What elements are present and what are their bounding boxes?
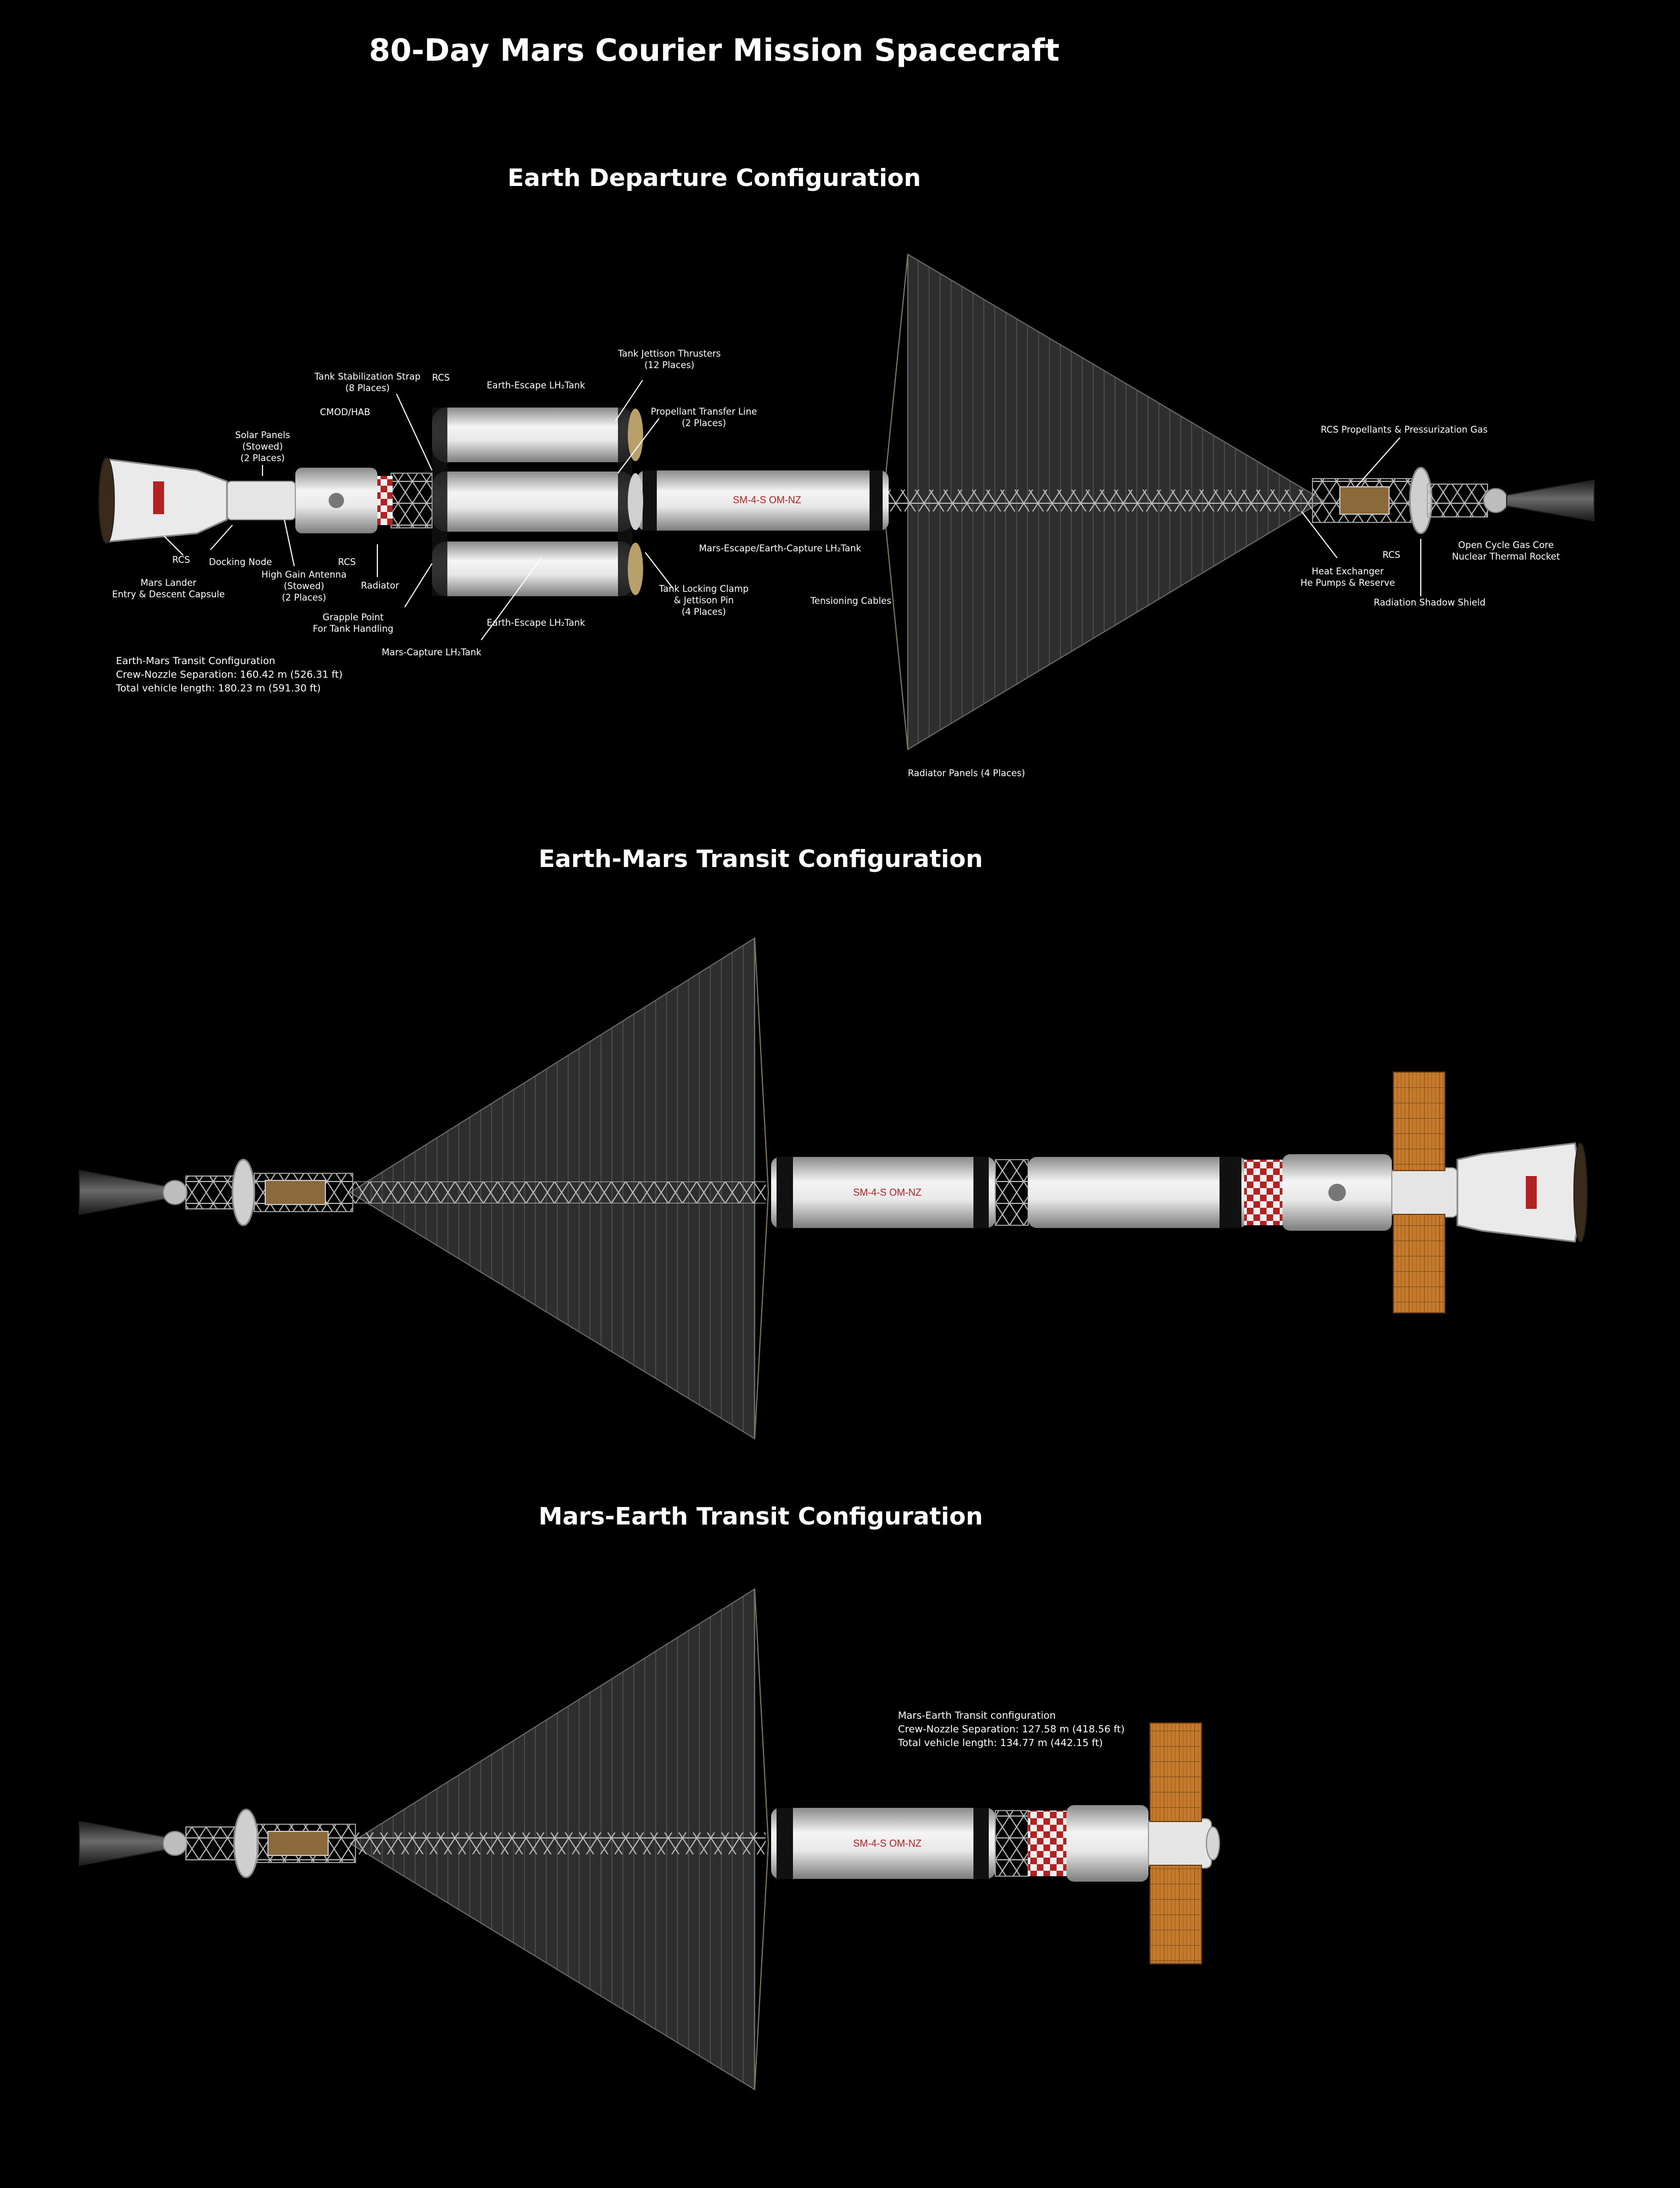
docking-port [1206, 1826, 1220, 1860]
mars-escape-tank [771, 1157, 995, 1228]
docking-node [1148, 1818, 1212, 1869]
em-transit-info: Earth-Mars Transit Configuration Crew-No… [116, 655, 343, 694]
cmod-hab [1066, 1805, 1148, 1882]
label-mars-capture: Mars-Capture LH₂Tank [382, 647, 482, 657]
label-earth-escape-bottom: Earth-Escape LH₂Tank [487, 618, 585, 628]
label-cmod-hab: CMOD/HAB [320, 407, 371, 417]
mars-escape-tank [637, 470, 889, 531]
main-title: 80-Day Mars Courier Mission Spacecraft [369, 33, 1060, 68]
lander-marking [153, 481, 164, 514]
label-rcs-propellants: RCS Propellants & Pressurization Gas [1321, 424, 1488, 435]
checker-pattern [377, 476, 393, 525]
label-rcs-top: RCS [432, 373, 450, 383]
radiation-shadow-shield [231, 1159, 255, 1226]
tank-band [432, 408, 447, 596]
tank-dome [628, 543, 643, 595]
truss-boom [350, 1182, 766, 1203]
label-tank-strap: Tank Stabilization Strap (8 Places) [314, 371, 421, 393]
mars-capture-tank [1028, 1157, 1247, 1228]
label-mars-lander: Mars Lander Entry & Descent Capsule [112, 578, 225, 600]
label-heat-exchanger: Heat Exchanger He Pumps & Reserve [1300, 566, 1395, 588]
solar-array-top [1393, 1072, 1445, 1171]
hull-text: SM-4-S OM-NZ [853, 1838, 921, 1849]
label-radiator-panels: Radiator Panels (4 Places) [908, 768, 1025, 778]
tensioning-cable [754, 1588, 769, 2090]
section-title-departure: Earth Departure Configuration [508, 164, 921, 192]
engine-core [1483, 488, 1508, 513]
label-earth-escape-top: Earth-Escape LH₂Tank [487, 380, 585, 391]
heat-exchanger-unit [267, 1831, 329, 1856]
mars-escape-tank [771, 1808, 995, 1879]
engine-mount [185, 1176, 241, 1209]
engine-mount [185, 1826, 241, 1860]
label-grapple-point: Grapple Point For Tank Handling [313, 612, 394, 634]
label-locking-clamp: Tank Locking Clamp & Jettison Pin (4 Pla… [659, 584, 749, 617]
checker-pattern [1244, 1160, 1282, 1225]
label-rcs-engine: RCS [1382, 550, 1401, 560]
tensioning-cable [754, 938, 769, 1439]
tank-band [643, 470, 657, 531]
heat-exchanger-unit [1339, 486, 1390, 515]
tank-band [973, 1157, 989, 1228]
section-title-me-transit: Mars-Earth Transit Configuration [538, 1503, 983, 1531]
solar-array-bottom [1393, 1214, 1445, 1313]
hull-text: SM-4-S OM-NZ [733, 494, 801, 505]
docking-node [1391, 1167, 1458, 1218]
engine-nozzle [79, 1820, 165, 1866]
solar-array-top [1150, 1723, 1202, 1822]
tank-cluster [432, 408, 643, 596]
me-transit-spacecraft: SM-4-S OM-NZ [79, 1588, 1220, 2091]
engine-nozzle [79, 1169, 165, 1215]
docking-node [226, 481, 296, 520]
tank-dome [628, 473, 643, 530]
truss-section [995, 1159, 1029, 1226]
heat-shield [1573, 1143, 1588, 1242]
label-rcs-mid: RCS [338, 557, 356, 567]
label-rcs-lander: RCS [172, 555, 190, 565]
lander-marking [1526, 1176, 1537, 1209]
engine-mount [1427, 484, 1488, 517]
tank-band [870, 470, 883, 531]
label-docking-node: Docking Node [209, 557, 272, 567]
heat-shield [98, 457, 115, 544]
truss-boom [889, 490, 1315, 511]
leader-lines [164, 380, 1421, 641]
engine-nozzle [1506, 479, 1595, 522]
hab-window [329, 493, 344, 508]
tank-band [973, 1808, 989, 1879]
label-propellant-transfer: Propellant Transfer Line (2 Places) [651, 406, 757, 428]
tank-dome [628, 409, 643, 461]
solar-array-bottom [1150, 1865, 1202, 1964]
label-solar-panels: Solar Panels (Stowed) (2 Places) [235, 430, 290, 463]
mars-capture-tank [432, 472, 634, 532]
hull-text: SM-4-S OM-NZ [853, 1187, 921, 1198]
truss-boom [350, 1832, 766, 1854]
engine-truss [1312, 478, 1422, 523]
em-transit-spacecraft: SM-4-S OM-NZ [79, 937, 1588, 1440]
earth-escape-tank-top [432, 408, 634, 462]
tank-band [777, 1157, 793, 1228]
hab-window [1328, 1184, 1346, 1201]
checker-pattern [1028, 1811, 1066, 1876]
label-tensioning-cables: Tensioning Cables [810, 596, 891, 606]
mars-lander-capsule [1456, 1142, 1584, 1243]
heat-exchanger-unit [265, 1180, 326, 1205]
label-radiator: Radiator [361, 580, 399, 591]
tank-band [1220, 1157, 1241, 1228]
label-high-gain-antenna: High Gain Antenna (Stowed) (2 Places) [261, 569, 347, 603]
truss-section [995, 1810, 1029, 1877]
label-radiation-shadow-shield: Radiation Shadow Shield [1374, 597, 1486, 608]
label-mars-escape: Mars-Escape/Earth-Capture LH₂Tank [699, 543, 861, 554]
departure-spacecraft: SM-4-S OM-NZ [98, 253, 1595, 750]
label-open-cycle-rocket: Open Cycle Gas Core Nuclear Thermal Rock… [1452, 540, 1560, 562]
engine-core [162, 1180, 188, 1205]
radiation-shadow-shield [233, 1808, 259, 1878]
truss-section [390, 473, 433, 528]
engine-core [162, 1831, 188, 1856]
label-jettison-thrusters: Tank Jettison Thrusters (12 Places) [618, 348, 721, 370]
section-title-em-transit: Earth-Mars Transit Configuration [538, 845, 983, 873]
tank-band [777, 1808, 793, 1879]
me-transit-info: Mars-Earth Transit configuration Crew-No… [898, 1710, 1125, 1749]
